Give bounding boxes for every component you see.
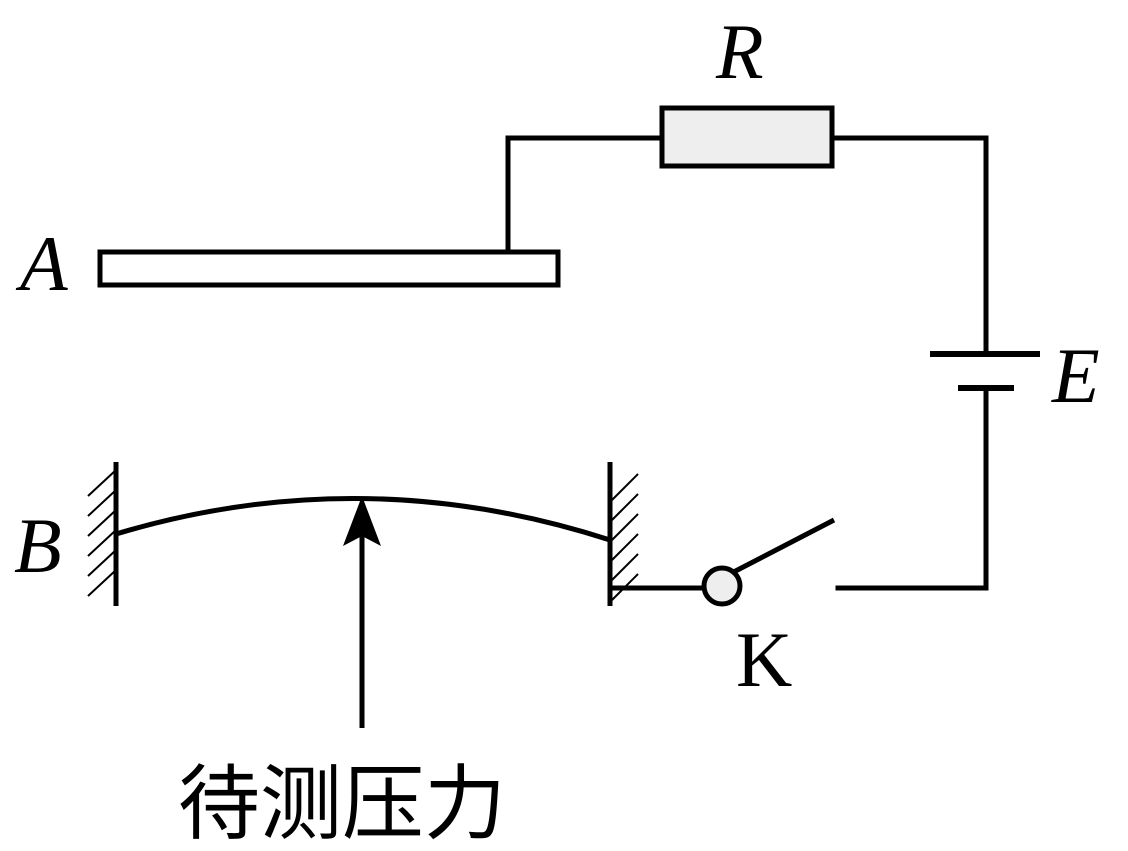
force-arrow-head: [343, 496, 381, 546]
switch-lever: [720, 517, 836, 581]
right-support-hatching: [611, 473, 639, 601]
battery-label: E: [1051, 332, 1100, 419]
resistor-label: R: [715, 8, 764, 95]
plate-a: [97, 249, 561, 288]
left-support-hatching: [87, 469, 117, 597]
membrane-b-label: B: [14, 502, 62, 589]
wire-plate-to-resistor: [505, 135, 665, 255]
plate-a-label: A: [15, 220, 68, 307]
switch-label: K: [736, 616, 792, 703]
force-label: 待测压力: [178, 757, 506, 851]
wire-battery-to-switch: [835, 388, 989, 591]
switch-pivot: [701, 565, 743, 607]
resistor-r: [659, 105, 835, 169]
wire-resistor-to-battery: [829, 135, 989, 355]
